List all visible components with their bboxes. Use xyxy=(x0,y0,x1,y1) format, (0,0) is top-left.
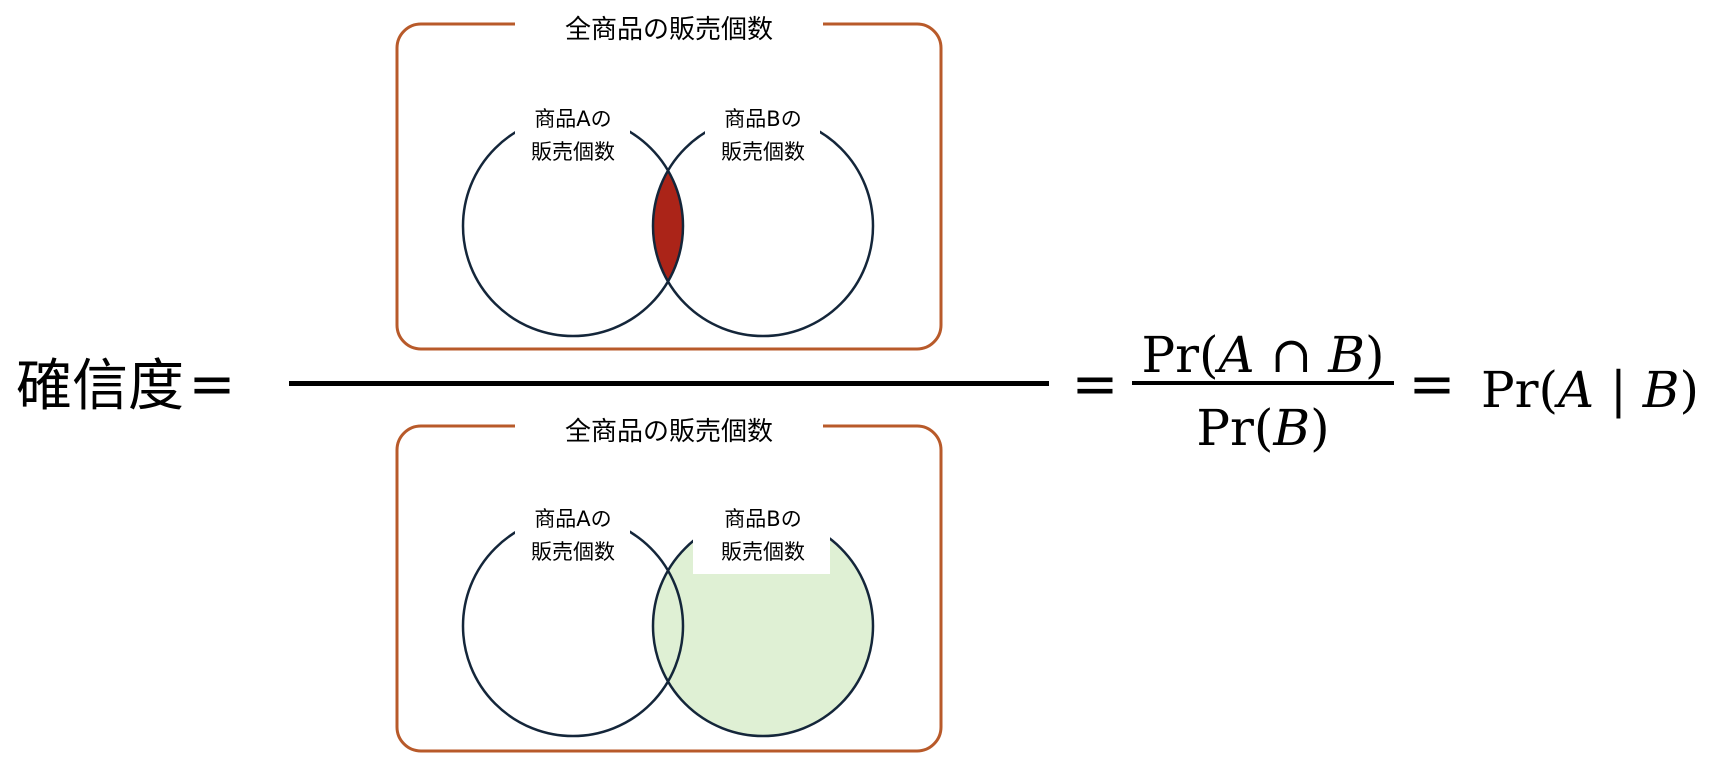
confidence-label: 確信度 xyxy=(16,354,184,419)
circle-b-label-line2: 販売個数 xyxy=(721,540,805,564)
numerator: Pr(A ∩ B) xyxy=(1141,326,1384,384)
circle-a-label-line2: 販売個数 xyxy=(531,140,615,164)
circle-a-label-line1: 商品Aの xyxy=(534,507,611,531)
venn-top: 全商品の販売個数 商品Aの 販売個数 商品Bの 販売個数 xyxy=(395,8,943,351)
formula-fraction-bar xyxy=(1132,381,1394,385)
fraction-bar xyxy=(289,381,1049,386)
circle-b-label-line2: 販売個数 xyxy=(721,140,805,164)
universe-title: 全商品の販売個数 xyxy=(565,15,773,45)
circle-a-label-line1: 商品Aの xyxy=(534,107,611,131)
equals-sign: = xyxy=(1072,352,1119,417)
circle-b-label-line1: 商品Bの xyxy=(724,107,801,131)
equals-sign: = xyxy=(189,352,236,417)
equals-sign: = xyxy=(1409,352,1456,417)
venn-bottom: 全商品の販売個数 商品Aの 販売個数 商品Bの 販売個数 xyxy=(395,410,943,753)
universe-title: 全商品の販売個数 xyxy=(565,417,773,447)
denominator: Pr(B) xyxy=(1196,399,1329,457)
conditional-probability: Pr(A | B) xyxy=(1481,361,1699,419)
circle-b-label-line1: 商品Bの xyxy=(724,507,801,531)
circle-a-label-line2: 販売個数 xyxy=(531,540,615,564)
